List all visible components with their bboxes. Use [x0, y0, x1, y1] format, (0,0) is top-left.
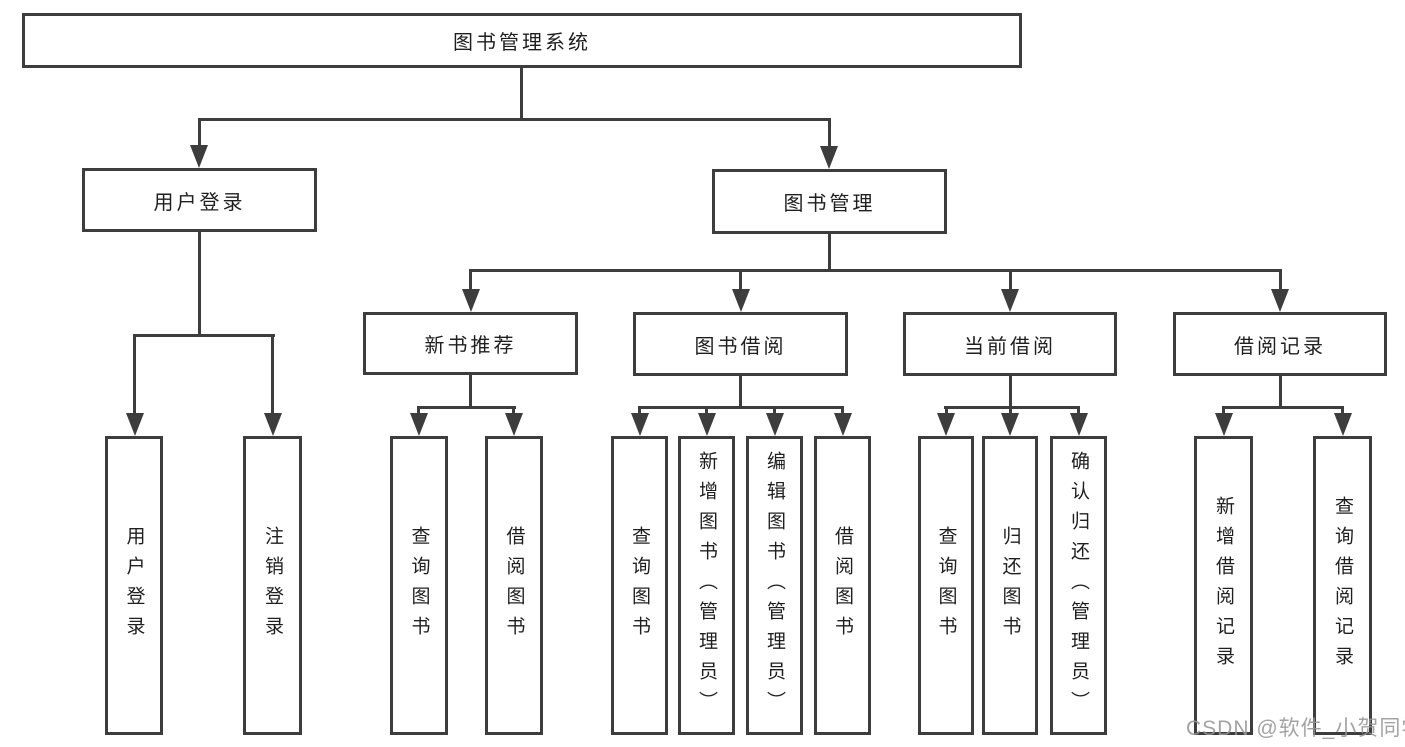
connector-line	[828, 118, 831, 147]
arrow-down-icon	[190, 145, 208, 168]
arrow-down-icon	[1334, 413, 1352, 436]
connector-line	[198, 230, 201, 337]
arrow-down-icon	[1271, 289, 1289, 312]
connector-line	[198, 118, 831, 121]
node-user-login-label: 用户登录	[153, 191, 246, 214]
leaf-user-login-label: 用户登录	[123, 525, 145, 646]
node-book-borrow-label: 图书借阅	[694, 335, 787, 358]
connector-line	[638, 406, 641, 415]
arrow-down-icon	[820, 146, 838, 169]
arrow-down-icon	[937, 413, 955, 436]
arrow-down-icon	[505, 413, 523, 436]
node-root-label: 图书管理系统	[453, 32, 591, 54]
connector-line	[520, 65, 523, 121]
arrow-down-icon	[462, 289, 480, 312]
node-new-book-recommend-label: 新书推荐	[424, 335, 517, 357]
leaf-current-query-books: 查询图书	[918, 436, 974, 735]
leaf-current-query-books-label: 查询图书	[935, 525, 957, 646]
connector-line	[841, 406, 844, 415]
leaf-newbook-query-books-label: 查询图书	[408, 525, 430, 646]
connector-line	[469, 373, 472, 409]
leaf-records-query-record-label: 查询借阅记录	[1332, 495, 1353, 676]
node-user-login: 用户登录	[82, 168, 317, 232]
leaf-newbook-borrow-books-label: 借阅图书	[503, 525, 525, 646]
connector-line	[271, 334, 274, 416]
arrow-down-icon	[1001, 289, 1019, 312]
connector-line	[773, 406, 776, 415]
connector-line	[1222, 406, 1225, 415]
arrow-down-icon	[1001, 413, 1019, 436]
connector-line	[739, 374, 742, 409]
leaf-logout-label: 注销登录	[262, 525, 283, 646]
leaf-borrow-query-books: 查询图书	[611, 436, 668, 735]
connector-line	[133, 334, 136, 416]
connector-line	[133, 334, 275, 337]
connector-line	[417, 406, 420, 415]
node-new-book-recommend: 新书推荐	[363, 312, 578, 375]
node-current-borrow: 当前借阅	[903, 312, 1117, 376]
connector-line	[1009, 374, 1012, 409]
connector-line	[828, 232, 831, 272]
connector-line	[469, 269, 472, 291]
connector-line	[1279, 269, 1282, 291]
leaf-borrow-borrow-books-label: 借阅图书	[832, 525, 853, 646]
leaf-current-return-books: 归还图书	[982, 436, 1038, 735]
leaf-records-add-record: 新增借阅记录	[1194, 436, 1253, 735]
arrow-down-icon	[631, 413, 649, 436]
leaf-borrow-borrow-books: 借阅图书	[814, 436, 871, 735]
node-book-management-label: 图书管理	[783, 193, 876, 215]
leaf-current-confirm-return: 确认归还（管理员）	[1050, 436, 1107, 735]
leaf-borrow-edit-books: 编辑图书（管理员）	[746, 436, 803, 735]
arrow-down-icon	[766, 413, 784, 436]
node-book-borrow: 图书借阅	[633, 312, 848, 376]
node-root: 图书管理系统	[22, 13, 1022, 68]
node-current-borrow-label: 当前借阅	[964, 335, 1056, 358]
leaf-borrow-add-books: 新增图书（管理员）	[678, 436, 735, 735]
connector-line	[945, 406, 948, 415]
arrow-down-icon	[264, 413, 282, 436]
leaf-borrow-edit-books-label: 编辑图书（管理员）	[764, 450, 785, 721]
connector-line	[198, 118, 201, 147]
leaf-records-query-record: 查询借阅记录	[1313, 436, 1372, 735]
arrow-down-icon	[1215, 413, 1233, 436]
leaf-newbook-query-books: 查询图书	[390, 436, 448, 735]
leaf-current-return-books-label: 归还图书	[999, 525, 1021, 646]
leaf-logout: 注销登录	[243, 436, 302, 735]
leaf-newbook-borrow-books: 借阅图书	[485, 436, 543, 735]
arrow-down-icon	[732, 289, 750, 312]
connector-line	[739, 269, 742, 291]
leaf-borrow-query-books-label: 查询图书	[629, 525, 650, 646]
leaf-user-login: 用户登录	[105, 436, 163, 735]
arrow-down-icon	[1070, 413, 1088, 436]
connector-line	[469, 269, 1281, 272]
connector-line	[1077, 406, 1080, 415]
node-book-management: 图书管理	[712, 169, 947, 234]
connector-line	[417, 406, 516, 409]
node-borrow-records: 借阅记录	[1173, 312, 1387, 376]
connector-line	[638, 406, 844, 409]
arrow-down-icon	[698, 413, 716, 436]
connector-line	[1009, 269, 1012, 291]
connector-line	[1279, 374, 1282, 409]
leaf-current-confirm-return-label: 确认归还（管理员）	[1068, 450, 1089, 721]
node-borrow-records-label: 借阅记录	[1234, 335, 1326, 358]
connector-line	[1009, 406, 1012, 415]
connector-line	[1222, 406, 1344, 409]
arrow-down-icon	[834, 413, 852, 436]
connector-line	[705, 406, 708, 415]
arrow-down-icon	[126, 413, 144, 436]
csdn-watermark: CSDN @软件_小贺同学	[1186, 717, 1405, 740]
connector-line	[944, 406, 1080, 409]
leaf-borrow-add-books-label: 新增图书（管理员）	[696, 450, 717, 721]
arrow-down-icon	[410, 413, 428, 436]
leaf-records-add-record-label: 新增借阅记录	[1213, 495, 1234, 676]
connector-line	[1341, 406, 1344, 415]
connector-line	[512, 406, 515, 415]
